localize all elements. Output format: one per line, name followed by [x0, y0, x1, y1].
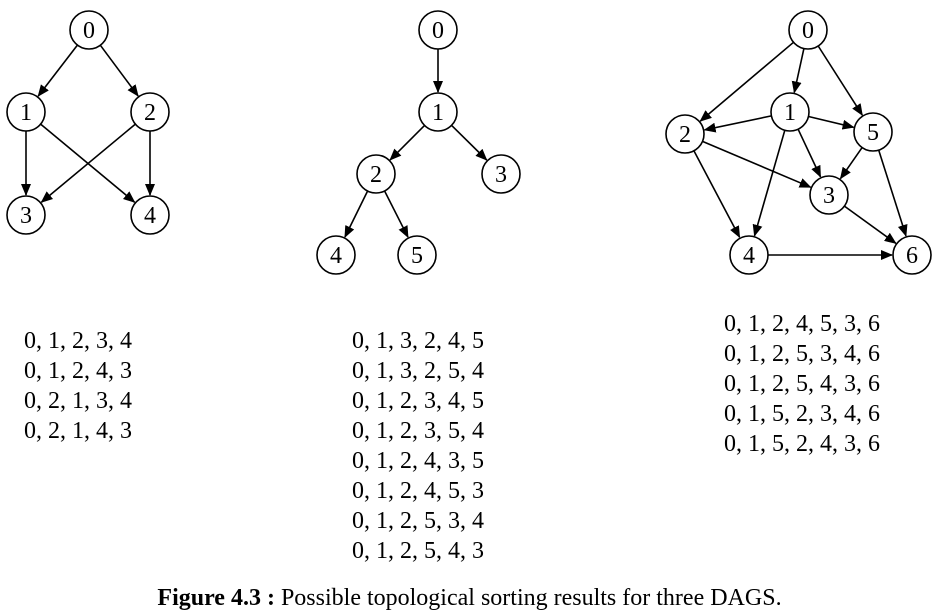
dag3-edge-0-2 — [699, 41, 795, 122]
dag2-edge-1-2 — [389, 124, 426, 161]
dag1-node-4-circle — [130, 195, 170, 235]
ordering-item: 0, 2, 1, 4, 3 — [24, 418, 132, 444]
dag3-node-1-label: 1 — [784, 100, 796, 126]
dag1-edge-0-2 — [99, 44, 139, 97]
dag2-node-4: 4 — [316, 235, 356, 275]
dag3-node-3-label: 3 — [823, 183, 835, 209]
dag3-node-4-label: 4 — [743, 243, 755, 269]
dag1-edge-2-3 — [40, 123, 136, 203]
dag2-edge-1-3 — [450, 124, 488, 161]
dag3-node-4-circle — [729, 235, 769, 275]
dag3-edge-5-6 — [877, 149, 908, 237]
ordering-item: 0, 1, 3, 2, 5, 4 — [352, 358, 484, 384]
dag3-node-2-circle — [665, 114, 705, 154]
caption-text: Possible topological sorting results for… — [274, 585, 782, 611]
dag1-node-1: 1 — [6, 92, 46, 132]
dag1-node-0-circle — [69, 10, 109, 50]
dag2-edge-2-5 — [383, 190, 409, 239]
dag3-node-5: 5 — [853, 112, 893, 152]
dag2-node-3-circle — [481, 154, 521, 194]
ordering-item: 0, 1, 2, 3, 4, 5 — [352, 388, 484, 414]
dag3-node-0-circle — [788, 10, 828, 50]
ordering-item: 0, 1, 2, 5, 4, 3 — [352, 538, 484, 564]
dag3-node-2-label: 2 — [679, 122, 691, 148]
dag2-orderings: 0, 1, 3, 2, 4, 5 0, 1, 3, 2, 5, 4 0, 1, 2,… — [352, 326, 484, 566]
dag2-node-0: 0 — [418, 10, 458, 50]
dag2-node-2-label: 2 — [370, 162, 382, 188]
ordering-item: 0, 1, 2, 3, 4 — [24, 328, 132, 354]
dag3-node-3: 3 — [809, 175, 849, 215]
dag2-node-4-circle — [316, 235, 356, 275]
dag3-node-6: 6 — [892, 235, 932, 275]
dag2-node-0-circle — [418, 10, 458, 50]
ordering-item: 0, 1, 5, 2, 3, 4, 6 — [724, 401, 880, 427]
dag1-node-3-label: 3 — [20, 203, 32, 229]
dag2-node-3-label: 3 — [495, 162, 507, 188]
dag3-node-5-label: 5 — [867, 120, 879, 146]
dag2-node-3: 3 — [481, 154, 521, 194]
dag3-edge-0-1 — [791, 48, 805, 94]
dag3-edge-2-4 — [693, 150, 741, 239]
caption-label: Figure 4.3 : — [157, 585, 275, 611]
dag2-node-1-circle — [418, 92, 458, 132]
ordering-item: 0, 1, 3, 2, 4, 5 — [352, 328, 484, 354]
dag1-orderings: 0, 1, 2, 3, 4 0, 1, 2, 4, 3 0, 2, 1, 3, 4 0… — [24, 326, 132, 446]
dag3-edge-0-5 — [817, 45, 863, 116]
ordering-item: 0, 1, 5, 2, 4, 3, 6 — [724, 431, 880, 457]
dag1-node-1-circle — [6, 92, 46, 132]
dag3-node-6-label: 6 — [906, 243, 918, 269]
dag2-node-1: 1 — [418, 92, 458, 132]
dag3-edge-3-6 — [843, 205, 897, 244]
dag1-node-0: 0 — [69, 10, 109, 50]
dag3-node-0: 0 — [788, 10, 828, 50]
ordering-item: 0, 1, 2, 4, 5, 3, 6 — [724, 311, 880, 337]
dag3-edge-1-3 — [797, 128, 822, 178]
dag3-node-2: 2 — [665, 114, 705, 154]
dag3-edge-1-2 — [703, 115, 772, 133]
dag3-node-4: 4 — [729, 235, 769, 275]
dag1-node-3: 3 — [6, 195, 46, 235]
dag2-node-4-label: 4 — [330, 243, 342, 269]
ordering-item: 0, 1, 2, 3, 5, 4 — [352, 418, 484, 444]
dag2-node-5: 5 — [397, 235, 437, 275]
dag3-node-1: 1 — [770, 92, 810, 132]
dag3-edge-1-5 — [808, 115, 855, 130]
dag2-node-5-circle — [397, 235, 437, 275]
dag2-node-2-circle — [356, 154, 396, 194]
dag3-node-5-circle — [853, 112, 893, 152]
dag1-node-2-label: 2 — [144, 100, 156, 126]
dag1-node-0-label: 0 — [83, 18, 95, 44]
dag1-edge-0-1 — [37, 44, 79, 97]
dag3-orderings: 0, 1, 2, 4, 5, 3, 6 0, 1, 2, 5, 3, 4, 6 0,… — [724, 309, 880, 459]
ordering-item: 0, 2, 1, 3, 4 — [24, 388, 132, 414]
dag1-node-1-label: 1 — [20, 100, 32, 126]
dag2-node-0-label: 0 — [432, 18, 444, 44]
dag1-node-4-label: 4 — [144, 203, 156, 229]
dag1-node-2-circle — [130, 92, 170, 132]
dag2-node-1-label: 1 — [432, 100, 444, 126]
ordering-item: 0, 1, 2, 5, 3, 4 — [352, 508, 484, 534]
ordering-item: 0, 1, 2, 5, 4, 3, 6 — [724, 371, 880, 397]
figure-caption: Figure 4.3 : Possible topological sortin… — [0, 584, 939, 612]
dag2-edge-2-4 — [344, 190, 369, 238]
dag2-node-2: 2 — [356, 154, 396, 194]
dag1-node-4: 4 — [130, 195, 170, 235]
ordering-item: 0, 1, 2, 4, 3 — [24, 358, 132, 384]
ordering-item: 0, 1, 2, 4, 3, 5 — [352, 448, 484, 474]
ordering-item: 0, 1, 2, 5, 3, 4, 6 — [724, 341, 880, 367]
ordering-item: 0, 1, 2, 4, 5, 3 — [352, 478, 484, 504]
dag3-node-0-label: 0 — [802, 18, 814, 44]
dag3-edge-5-3 — [839, 147, 863, 180]
dag3-edge-1-4 — [752, 130, 786, 237]
dag3-node-3-circle — [809, 175, 849, 215]
dag1-node-2: 2 — [130, 92, 170, 132]
dag2-node-5-label: 5 — [411, 243, 423, 269]
dag1-node-3-circle — [6, 195, 46, 235]
dag3-node-6-circle — [892, 235, 932, 275]
dag3-edge-2-3 — [702, 140, 812, 188]
dag3-node-1-circle — [770, 92, 810, 132]
